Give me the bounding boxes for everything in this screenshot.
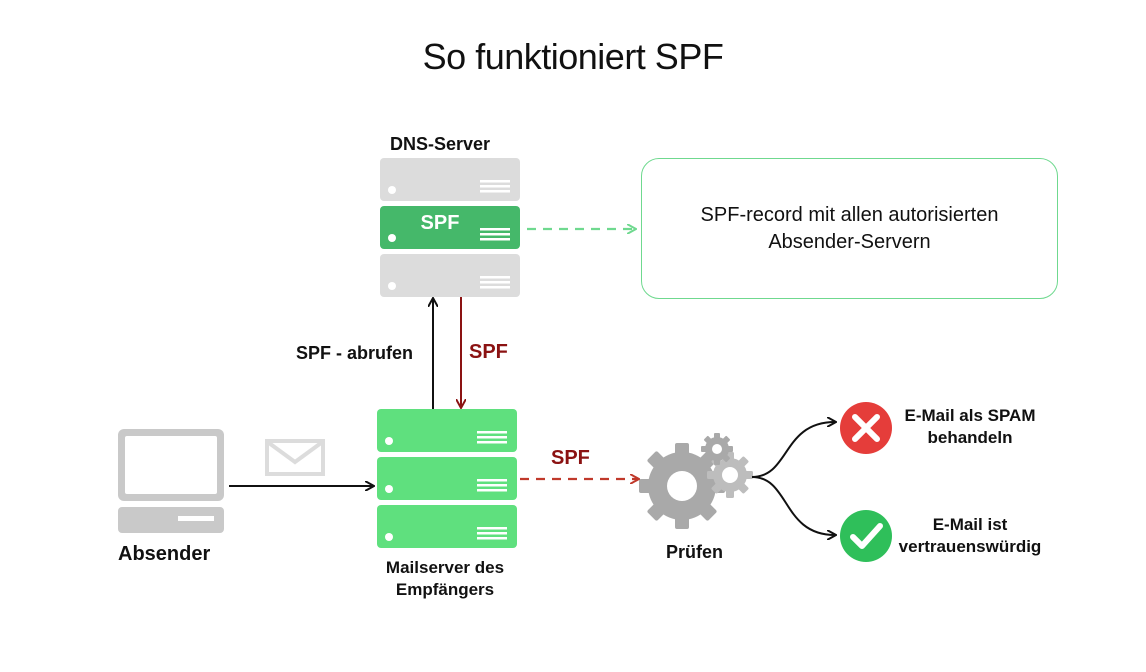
checkmark-icon [840,510,892,562]
reject-cross-icon [840,402,892,454]
dns-server-label: DNS-Server [390,134,491,154]
trusted-label: E-Mail ist vertrauenswürdig [898,515,1042,556]
mailserver-unit-1 [377,409,517,452]
computer-icon [118,429,224,533]
spf-record-box: SPF-record mit allen autorisierten Absen… [641,158,1058,299]
dns-server [380,158,520,297]
dns-server-unit-bottom [380,254,520,297]
dns-server-unit-spf [380,206,520,249]
mailserver [377,409,517,548]
arrow-check-to-trusted [751,476,835,535]
mailserver-unit-3 [377,505,517,548]
gears-icon [639,433,753,529]
diagram-title: So funktioniert SPF [422,36,724,77]
mailserver-unit-2 [377,457,517,500]
arrow-check-to-spam [751,422,835,478]
spam-label: E-Mail als SPAM behandeln [904,406,1036,447]
dns-spf-label: SPF [420,212,460,234]
check-label: Prüfen [666,542,724,562]
envelope-icon [265,439,325,476]
spf-record-text: SPF-record mit allen autorisierten Absen… [700,203,999,253]
fetch-spf-label: SPF - abrufen [296,343,414,363]
return-spf-label: SPF [469,341,508,363]
dns-server-unit-top [380,158,520,201]
mailserver-label: Mailserver des Empfängers [385,558,505,599]
check-spf-label: SPF [551,447,590,469]
sender-label: Absender [118,543,211,565]
